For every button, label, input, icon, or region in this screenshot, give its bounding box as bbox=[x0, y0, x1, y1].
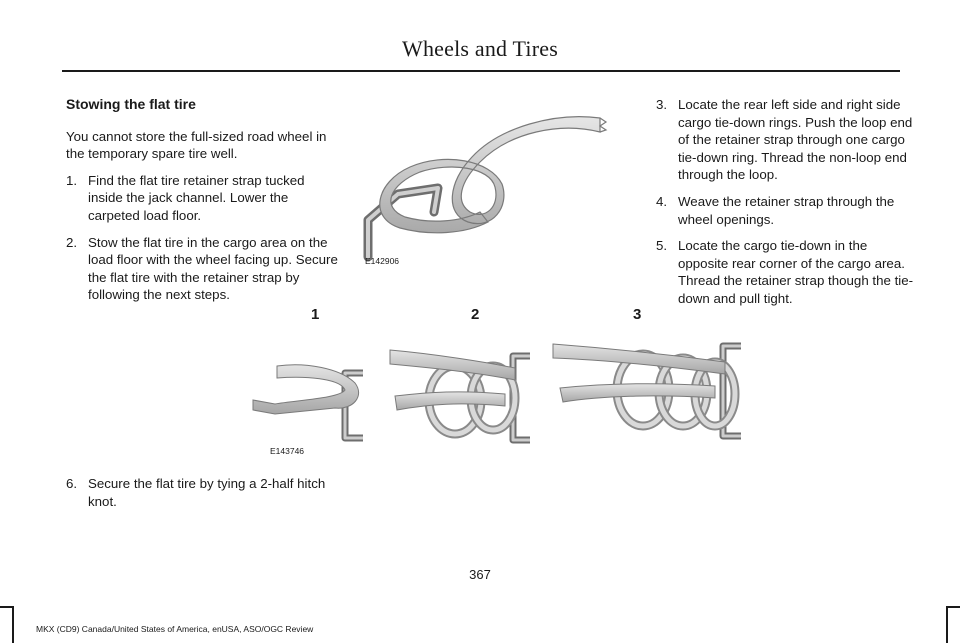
retainer-strap bbox=[379, 116, 608, 234]
step-item: 6. Secure the flat tire by tying a 2-hal… bbox=[66, 475, 352, 510]
step-text: Locate the cargo tie-down in the opposit… bbox=[678, 238, 914, 306]
page-title: Wheels and Tires bbox=[402, 36, 558, 61]
header-divider bbox=[62, 70, 900, 72]
page-number: 367 bbox=[469, 567, 491, 582]
step-text: Stow the flat tire in the cargo area on … bbox=[88, 234, 338, 303]
step-text: Secure the flat tire by tying a 2-half h… bbox=[88, 476, 326, 509]
right-column: 3. Locate the rear left side and right s… bbox=[656, 96, 914, 317]
step-item: 4. Weave the retainer strap through the … bbox=[656, 193, 914, 228]
step-item: 2. Stow the flat tire in the cargo area … bbox=[66, 234, 342, 304]
step-number: 3. bbox=[656, 97, 668, 112]
left-column: Stowing the flat tire You cannot store t… bbox=[66, 96, 342, 313]
step-text: Find the flat tire retainer strap tucked… bbox=[88, 172, 305, 223]
step-item: 5. Locate the cargo tie-down in the oppo… bbox=[656, 237, 914, 307]
intro-paragraph: You cannot store the full-sized road whe… bbox=[66, 128, 327, 162]
figure-label: E143746 bbox=[270, 446, 305, 456]
crop-mark-right-horizontal bbox=[946, 606, 960, 608]
step-number: 2. bbox=[66, 234, 78, 250]
knot-step-1 bbox=[252, 364, 363, 442]
knot-step-2 bbox=[389, 349, 530, 444]
footer-text: MKX (CD9) Canada/United States of Americ… bbox=[36, 624, 314, 634]
crop-mark-left-vertical bbox=[12, 606, 14, 643]
step-number: 1. bbox=[66, 172, 78, 188]
knot-sequence-illustration bbox=[252, 342, 741, 444]
strap-ring-illustration bbox=[363, 116, 608, 262]
sequence-number-1: 1 bbox=[311, 306, 320, 323]
figure-label: E142906 bbox=[365, 256, 400, 266]
step-item: 1. Find the flat tire retainer strap tuc… bbox=[66, 172, 342, 225]
crop-mark-right-vertical bbox=[946, 606, 948, 643]
knot-step-3 bbox=[552, 342, 741, 440]
sequence-number-2: 2 bbox=[471, 306, 480, 323]
step-number: 6. bbox=[66, 476, 78, 491]
sequence-number-3: 3 bbox=[633, 306, 642, 323]
crop-mark-left-horizontal bbox=[0, 606, 13, 608]
section-heading: Stowing the flat tire bbox=[66, 96, 196, 112]
step-item: 3. Locate the rear left side and right s… bbox=[656, 96, 914, 184]
step-number: 4. bbox=[656, 193, 668, 209]
step-text: Weave the retainer strap through the whe… bbox=[678, 193, 895, 227]
step-text: Locate the rear left side and right side… bbox=[678, 97, 913, 183]
step-number: 5. bbox=[656, 238, 668, 254]
tie-down-ring bbox=[363, 183, 443, 262]
